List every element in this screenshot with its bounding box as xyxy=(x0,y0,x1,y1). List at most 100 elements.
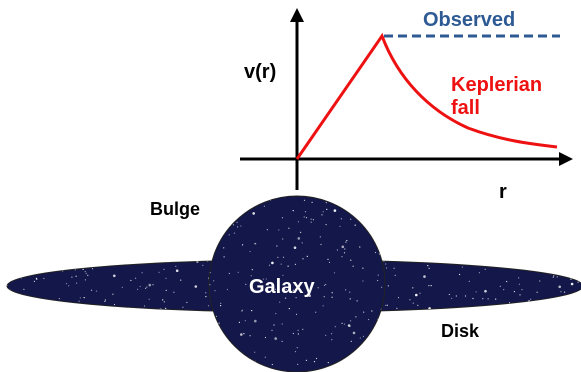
star xyxy=(95,290,98,292)
star xyxy=(279,301,281,303)
star xyxy=(310,218,312,220)
star xyxy=(276,245,278,247)
star xyxy=(264,336,267,339)
star xyxy=(553,298,555,300)
star xyxy=(352,368,356,371)
star xyxy=(540,304,542,306)
star xyxy=(84,279,86,281)
star xyxy=(254,319,257,323)
star xyxy=(79,297,81,299)
star xyxy=(349,325,351,327)
star xyxy=(281,217,284,219)
star xyxy=(560,291,562,293)
star xyxy=(336,249,338,251)
star xyxy=(265,278,267,280)
star xyxy=(223,247,225,249)
star xyxy=(359,337,361,339)
star xyxy=(448,293,450,296)
star xyxy=(313,361,316,363)
star xyxy=(214,290,216,292)
star xyxy=(372,196,374,197)
star xyxy=(282,274,284,276)
star xyxy=(271,363,273,366)
star xyxy=(300,231,302,233)
star xyxy=(261,286,263,288)
star xyxy=(237,226,239,228)
star xyxy=(301,242,303,244)
star xyxy=(62,270,64,272)
star xyxy=(375,352,377,354)
star xyxy=(209,328,211,331)
star xyxy=(208,305,210,307)
star xyxy=(322,211,324,213)
star xyxy=(539,280,541,282)
star xyxy=(384,234,385,236)
star xyxy=(383,360,385,362)
star xyxy=(215,315,218,317)
star xyxy=(280,263,282,265)
star xyxy=(113,274,116,278)
star xyxy=(394,274,396,276)
star xyxy=(282,256,285,258)
star xyxy=(244,208,246,210)
star xyxy=(342,199,344,202)
star xyxy=(323,284,326,286)
star xyxy=(17,275,19,277)
star xyxy=(340,218,342,220)
star xyxy=(234,350,236,352)
star xyxy=(104,310,106,312)
star xyxy=(385,263,387,265)
star xyxy=(165,289,167,291)
star xyxy=(331,333,333,335)
star xyxy=(175,265,177,267)
star xyxy=(209,250,210,252)
star xyxy=(499,285,501,287)
star xyxy=(334,326,336,328)
star xyxy=(267,286,270,288)
star xyxy=(121,286,123,288)
star xyxy=(233,356,237,360)
star xyxy=(382,197,384,199)
star xyxy=(305,217,308,219)
star xyxy=(484,268,486,270)
star xyxy=(577,281,579,283)
star xyxy=(294,351,297,353)
star xyxy=(464,295,467,297)
star xyxy=(517,308,519,310)
star xyxy=(519,294,521,296)
star xyxy=(331,339,333,341)
star xyxy=(143,305,146,307)
star xyxy=(186,301,188,304)
star xyxy=(350,218,352,220)
star xyxy=(303,216,305,218)
star xyxy=(348,198,350,200)
star xyxy=(303,199,306,201)
star xyxy=(232,224,235,226)
star xyxy=(182,306,184,308)
curves xyxy=(295,32,560,160)
star xyxy=(78,300,80,302)
star xyxy=(513,291,516,293)
star xyxy=(518,277,520,279)
star xyxy=(503,289,505,291)
star xyxy=(562,300,565,303)
star xyxy=(238,321,240,323)
star xyxy=(241,359,243,361)
star xyxy=(553,260,555,261)
star xyxy=(264,356,266,358)
star xyxy=(396,307,398,309)
star xyxy=(236,358,239,360)
star xyxy=(228,234,230,236)
star xyxy=(122,308,124,310)
star xyxy=(325,202,327,204)
star xyxy=(496,305,498,307)
star xyxy=(339,225,341,227)
star xyxy=(209,228,212,232)
star xyxy=(391,260,393,261)
star xyxy=(513,266,516,268)
star xyxy=(225,364,227,366)
star xyxy=(285,297,287,299)
star xyxy=(389,260,391,261)
star xyxy=(556,276,558,278)
star xyxy=(495,260,498,263)
